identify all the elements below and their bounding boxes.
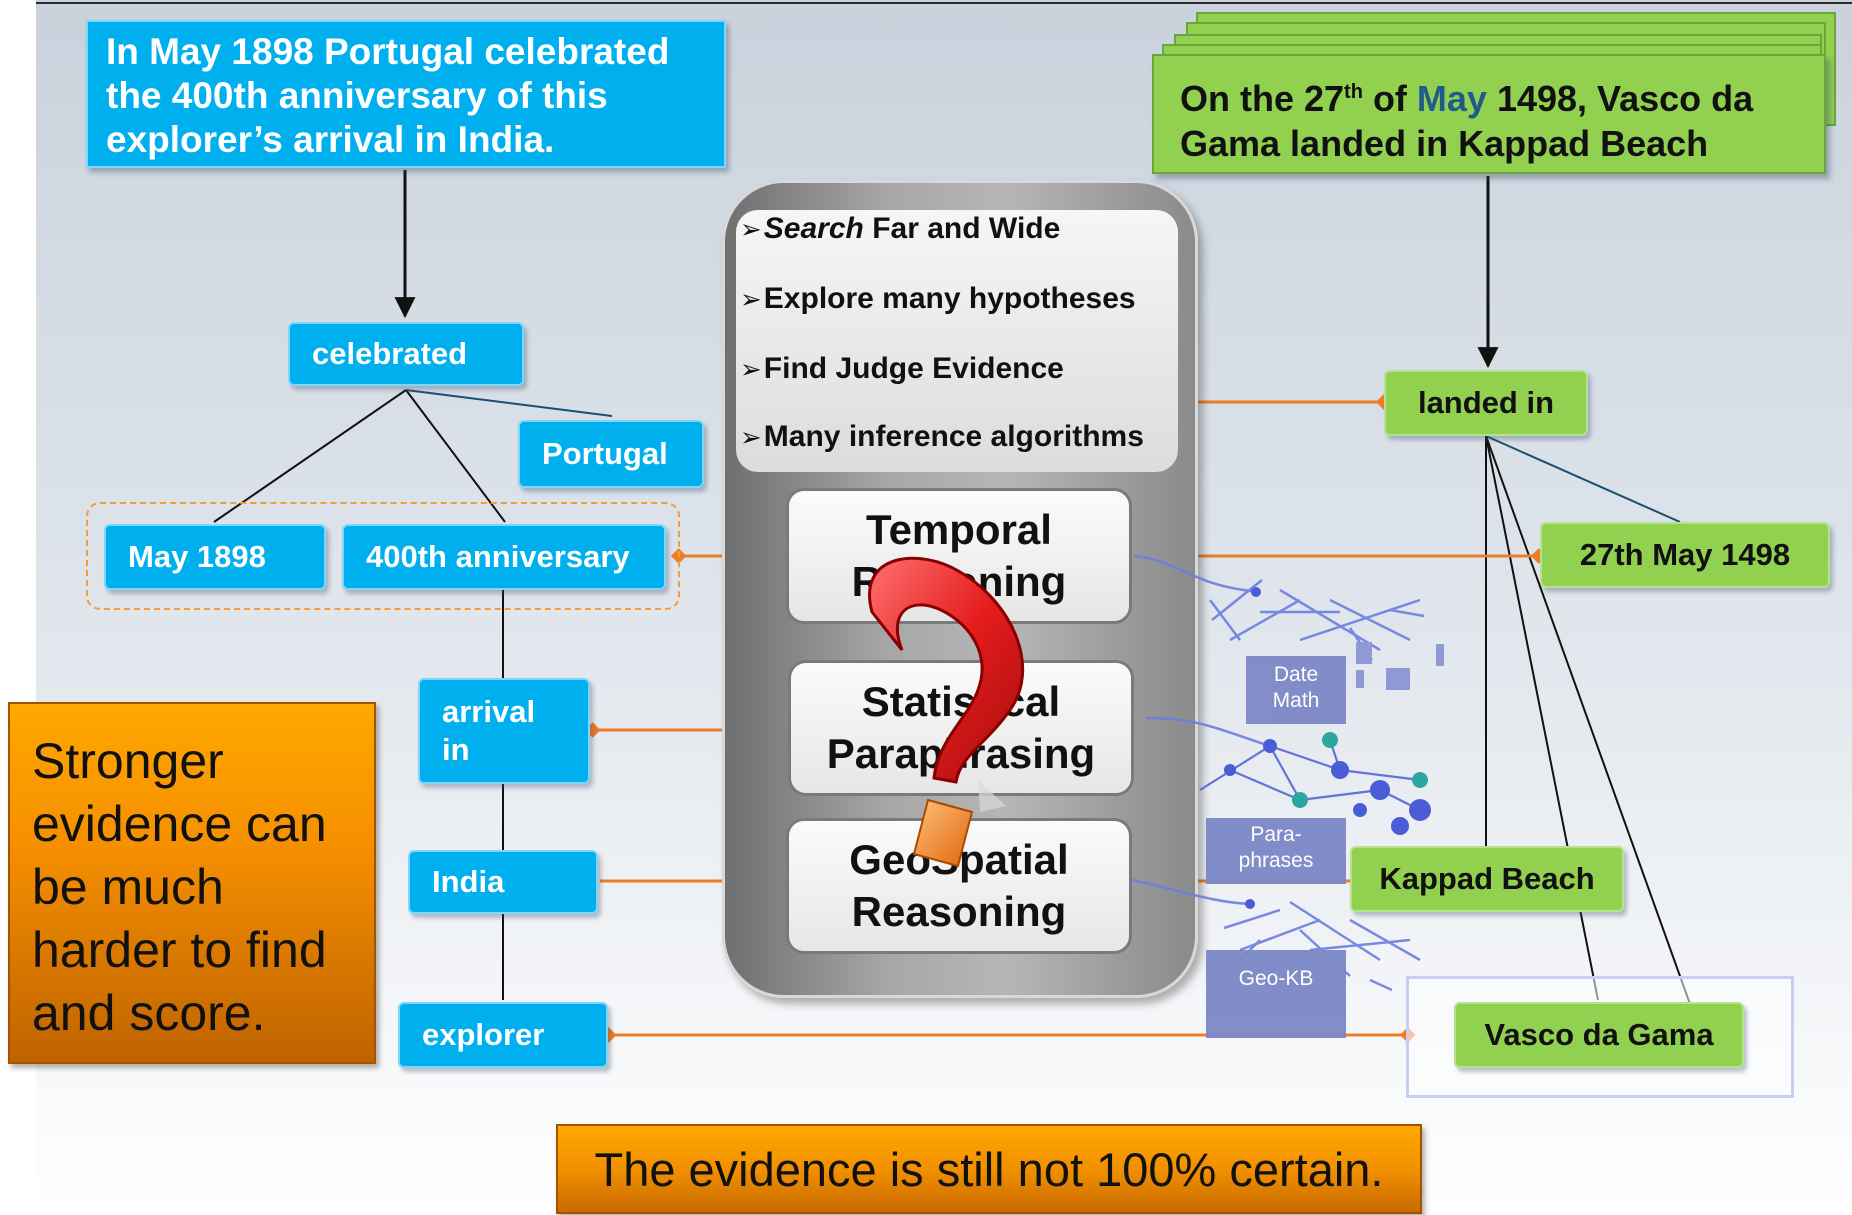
module-temporal-line1: Temporal [866,506,1052,553]
node-may-1898: May 1898 [104,524,326,590]
edge-celebrated-may [213,389,407,523]
top-rule [36,2,1852,4]
edge-celebrated-anniv [405,389,506,523]
bullet-search: ➢Search Far and Wide [740,212,1061,245]
kb-paraphrases-line2: phrases [1238,849,1314,872]
note-stronger-evidence: Stronger evidence can be much harder to … [8,702,376,1064]
question-clue-box: In May 1898 Portugal celebrated the 400t… [86,20,726,168]
node-group-dashed [86,502,680,610]
node-arrival-in: arrival in [418,678,590,784]
bullet-inference: ➢Many inference algorithms [740,420,1144,453]
node-landed-in: landed in [1384,370,1588,436]
node-arrival-line2: in [442,732,470,767]
note-not-certain: The evidence is still not 100% certain. [556,1124,1422,1214]
kb-paraphrases-line1: Para- [1250,823,1302,846]
node-vasco-da-gama: Vasco da Gama [1454,1002,1744,1068]
evidence-line-2: Gama landed in Kappad Beach [1180,123,1709,164]
module-geo-line2: Reasoning [851,888,1067,935]
node-celebrated: celebrated [288,322,524,386]
note-line-5: and score. [32,985,266,1041]
kb-paraphrases: Para- phrases [1206,818,1346,884]
edge-celebrated-portugal [405,389,613,417]
note-line-1: Stronger [32,733,224,789]
node-explorer: explorer [398,1002,608,1068]
kb-date-math: Date Math [1246,656,1346,724]
kb-date-math-line1: Date [1273,663,1319,686]
clue-line-3: explorer’s arrival in India. [106,119,555,160]
node-27th-may-1498: 27th May 1498 [1540,522,1830,588]
edge-landed-far [1485,435,1691,1005]
bullet-explore: ➢Explore many hypotheses [740,282,1136,315]
evidence-line-1: On the 27th of May 1498, Vasco da [1180,78,1754,119]
note-line-3: be much [32,859,224,915]
capabilities-panel [736,210,1178,472]
edge-landed-date [1485,435,1681,523]
clue-line-1: In May 1898 Portugal celebrated [106,31,670,72]
node-kappad-beach: Kappad Beach [1350,846,1624,912]
kb-geo: Geo-KB [1206,950,1346,1038]
note-line-2: evidence can [32,796,327,852]
note-line-4: harder to find [32,922,327,978]
kb-date-math-line2: Math [1272,689,1320,712]
node-400th-anniversary: 400th anniversary [342,524,666,590]
node-india: India [408,850,598,914]
bullet-judge: ➢Find Judge Evidence [740,352,1064,385]
clue-line-2: the 400th anniversary of this [106,75,608,116]
node-portugal: Portugal [518,420,704,488]
node-arrival-line1: arrival [442,694,536,729]
evidence-passage-box: On the 27th of May 1498, Vasco da Gama l… [1152,54,1826,174]
